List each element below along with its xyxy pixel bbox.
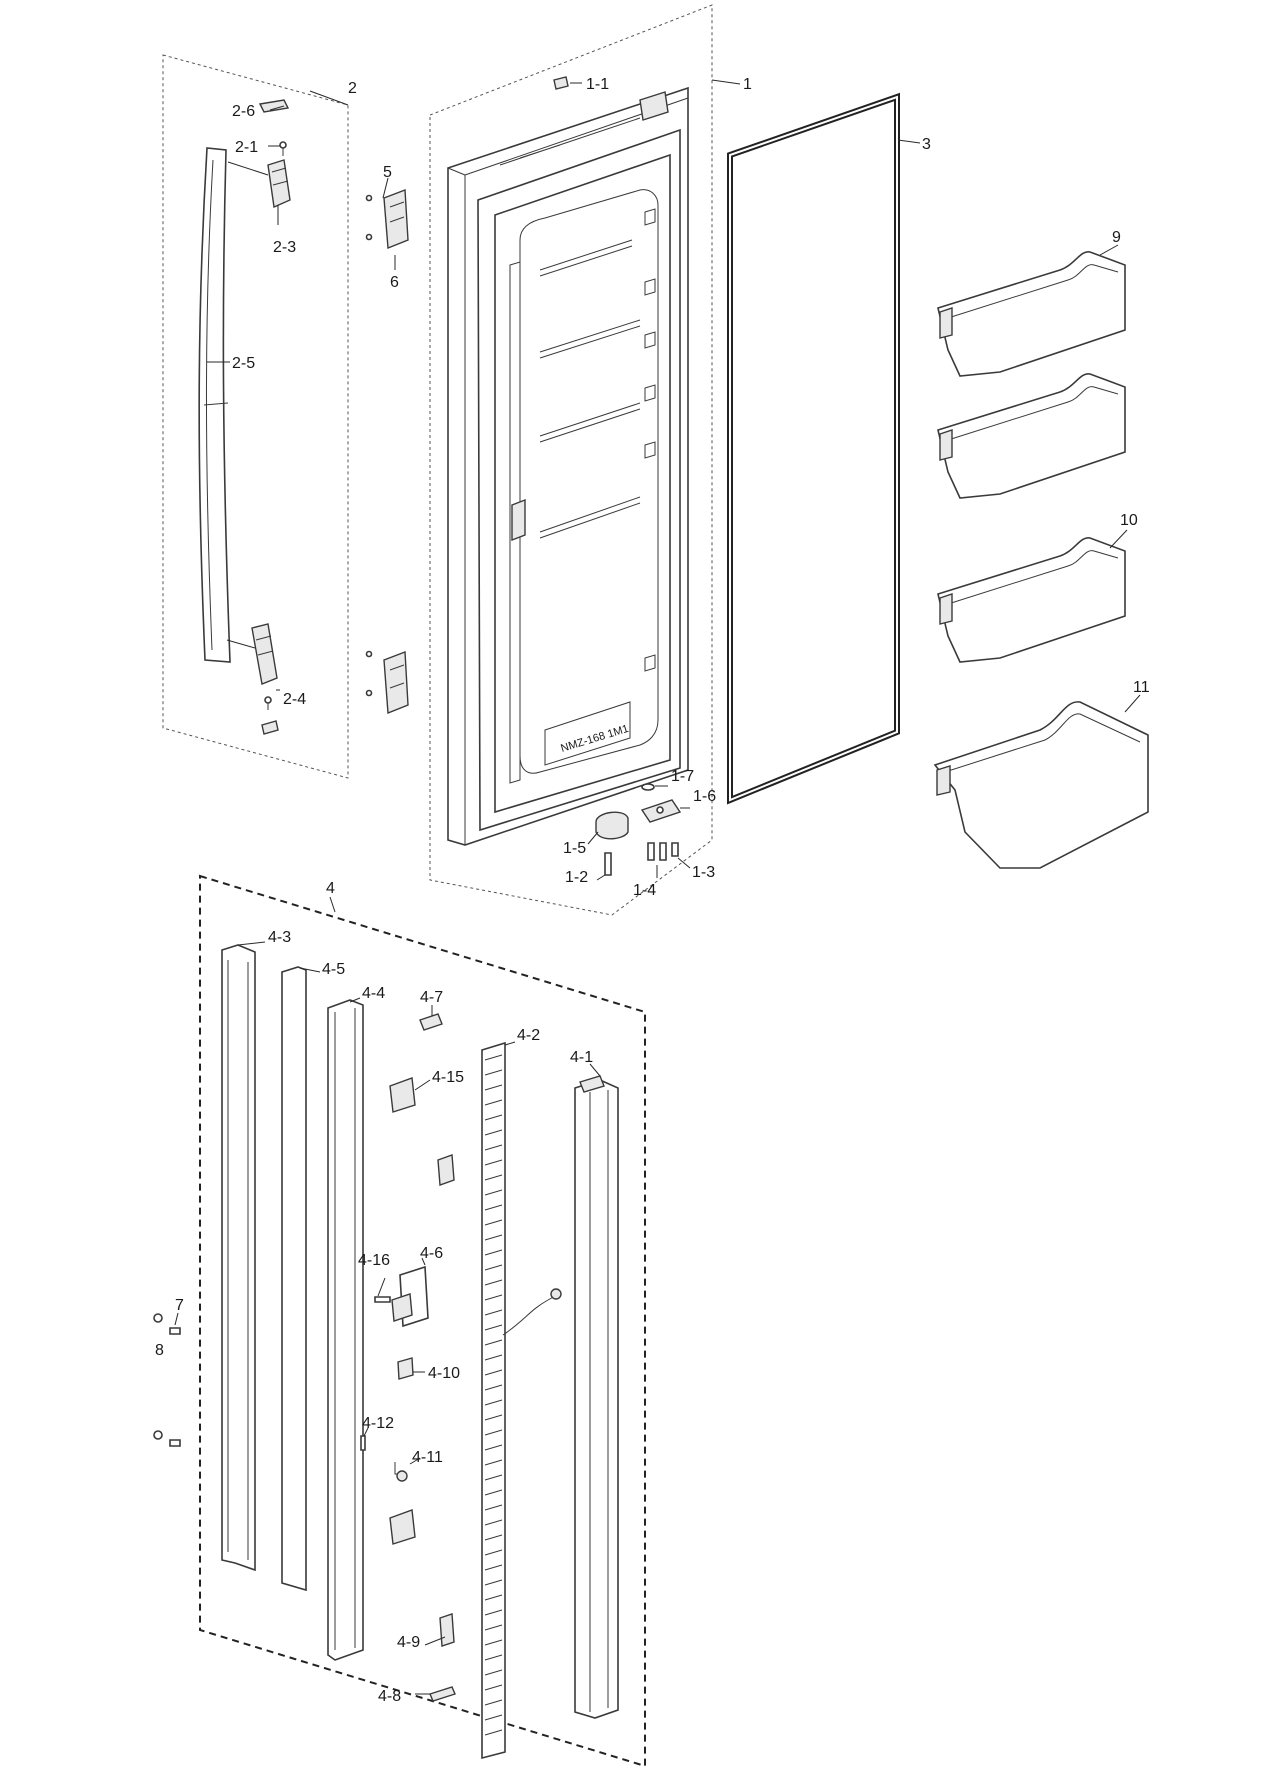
label-2-4: 2-4 bbox=[283, 691, 306, 708]
label-4-11: 4-11 bbox=[412, 1449, 443, 1466]
door-gasket bbox=[727, 92, 900, 805]
screw-2-4-lower bbox=[264, 696, 272, 710]
washer-8 bbox=[153, 1313, 163, 1440]
hinge-cap-1-5 bbox=[595, 811, 629, 840]
hinge-plate-1-6 bbox=[640, 799, 682, 823]
label-1-6: 1-6 bbox=[693, 788, 716, 805]
bracket-4-6 bbox=[391, 1265, 429, 1328]
handle-clip-2-4 bbox=[251, 623, 278, 685]
label-4-12: 4-12 bbox=[362, 1415, 394, 1432]
door-bin-third bbox=[937, 537, 1126, 663]
part-labels: 1 1-1 1-2 1-3 1-4 1-5 1-6 1-7 2 2-1 2-3 … bbox=[155, 76, 1150, 1705]
label-1: 1 bbox=[743, 76, 752, 93]
cap-4-7 bbox=[419, 1013, 443, 1031]
spacer-4-12 bbox=[360, 1435, 366, 1451]
label-4-1: 4-1 bbox=[570, 1049, 593, 1066]
screw-4-16 bbox=[374, 1296, 391, 1303]
label-11: 11 bbox=[1133, 679, 1150, 696]
label-1-3: 1-3 bbox=[692, 864, 715, 881]
group-4-boundary bbox=[199, 874, 646, 1768]
label-1-5: 1-5 bbox=[563, 840, 586, 857]
label-4-6: 4-6 bbox=[420, 1245, 443, 1262]
bracket-small-lower bbox=[261, 720, 279, 735]
label-9: 9 bbox=[1112, 229, 1121, 246]
cap-2-6 bbox=[258, 99, 290, 113]
clip-4-15 bbox=[389, 1077, 416, 1113]
label-4-16: 4-16 bbox=[358, 1252, 390, 1269]
screw-2-1 bbox=[279, 141, 287, 156]
flange-strip-4-3 bbox=[221, 944, 256, 1572]
clip-upper-small bbox=[437, 1154, 455, 1186]
label-6: 6 bbox=[390, 274, 399, 291]
spring-4-11 bbox=[394, 1462, 408, 1482]
clip-4-10 bbox=[397, 1357, 414, 1380]
label-4-8: 4-8 bbox=[378, 1688, 401, 1705]
screw-7 bbox=[169, 1327, 181, 1447]
label-2-3: 2-3 bbox=[273, 239, 296, 256]
label-4-9: 4-9 bbox=[397, 1634, 420, 1651]
door-bin-upper bbox=[937, 251, 1126, 377]
tape-strip-4-5 bbox=[281, 966, 307, 1592]
flange-4-1 bbox=[574, 1075, 619, 1719]
label-3: 3 bbox=[922, 136, 931, 153]
door-bin-large bbox=[933, 701, 1149, 869]
label-4-7: 4-7 bbox=[420, 989, 443, 1006]
screws-5 bbox=[365, 194, 373, 697]
group-1-boundary bbox=[429, 4, 713, 916]
clip-4-9 bbox=[439, 1613, 455, 1647]
door-bin-second bbox=[937, 373, 1126, 499]
label-8: 8 bbox=[155, 1342, 164, 1359]
hinge-bracket-lower bbox=[383, 651, 409, 715]
heater-4-2 bbox=[481, 1041, 562, 1760]
label-4-4: 4-4 bbox=[362, 985, 385, 1002]
label-1-4: 1-4 bbox=[633, 882, 656, 899]
label-2-6: 2-6 bbox=[232, 103, 255, 120]
pin-1-2 bbox=[604, 852, 612, 876]
cap-1-1 bbox=[553, 76, 569, 90]
label-10: 10 bbox=[1120, 512, 1138, 529]
door-handle bbox=[198, 147, 231, 663]
label-7: 7 bbox=[175, 1297, 184, 1314]
screw-1-4 bbox=[647, 842, 667, 861]
clip-lower bbox=[389, 1509, 416, 1545]
label-1-7: 1-7 bbox=[671, 768, 694, 785]
leader-lines bbox=[174, 79, 1141, 1695]
label-1-2: 1-2 bbox=[565, 869, 588, 886]
group-2-boundary bbox=[162, 54, 349, 779]
door-assembly: NMZ-168 1M1 bbox=[447, 86, 689, 846]
handle-clip-2-3 bbox=[267, 159, 291, 209]
label-2: 2 bbox=[348, 80, 357, 97]
cap-4-8 bbox=[429, 1686, 456, 1702]
label-4-3: 4-3 bbox=[268, 929, 291, 946]
washer-1-7 bbox=[641, 783, 655, 791]
label-2-5: 2-5 bbox=[232, 355, 255, 372]
label-4: 4 bbox=[326, 880, 335, 897]
label-4-5: 4-5 bbox=[322, 961, 345, 978]
label-4-15: 4-15 bbox=[432, 1069, 464, 1086]
screw-1-3 bbox=[671, 842, 679, 857]
label-2-1: 2-1 bbox=[235, 139, 258, 156]
label-4-2: 4-2 bbox=[517, 1027, 540, 1044]
flange-cover-4-4 bbox=[327, 999, 364, 1661]
label-1-1: 1-1 bbox=[586, 76, 609, 93]
hinge-bracket-upper bbox=[383, 189, 409, 250]
label-4-10: 4-10 bbox=[428, 1365, 460, 1382]
label-5: 5 bbox=[383, 164, 392, 181]
